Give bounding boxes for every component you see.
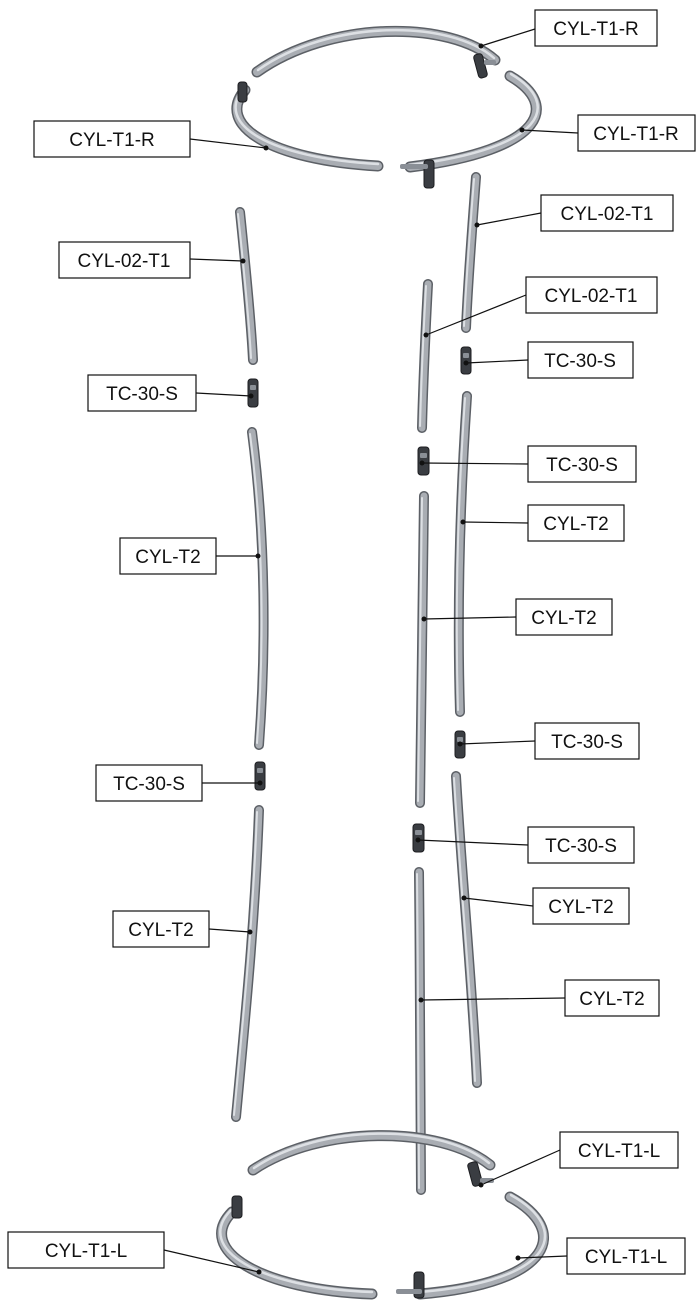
callout-label: CYL-T2	[135, 547, 200, 568]
callout-cyl-t2-middle-a: CYL-T2	[515, 598, 613, 636]
top-ring	[231, 25, 542, 189]
callout-cyl-t1-r-left: CYL-T1-R	[33, 120, 191, 158]
bottom-connector-right	[467, 1161, 494, 1187]
callout-label: CYL-T1-R	[553, 19, 639, 40]
callout-label: TC-30-S	[544, 351, 616, 372]
callout-label: CYL-T1-R	[593, 124, 679, 145]
left-connector-1	[247, 378, 259, 408]
callout-cyl-t2-left-b: CYL-T2	[112, 910, 210, 948]
callout-tc-30-s-left-1: TC-30-S	[87, 374, 197, 412]
callout-cyl-t1-l-right: CYL-T1-L	[566, 1237, 686, 1275]
callout-cyl-t2-middle-b: CYL-T2	[564, 979, 660, 1017]
callout-label: CYL-T1-L	[578, 1141, 660, 1162]
callout-label: CYL-T2	[543, 514, 608, 535]
callout-cyl-02-t1-right-a: CYL-02-T1	[540, 194, 674, 232]
callout-cyl-t1-r-top: CYL-T1-R	[534, 9, 658, 47]
callout-tc-30-s-middle-2: TC-30-S	[527, 826, 635, 864]
bottom-ring	[216, 1130, 549, 1300]
left-column	[231, 207, 269, 1122]
callout-label: CYL-02-T1	[545, 286, 638, 307]
callout-label: CYL-T2	[548, 897, 613, 918]
callout-cyl-t2-left-a: CYL-T2	[119, 537, 217, 575]
callout-cyl-t1-l-left: CYL-T1-L	[7, 1231, 165, 1269]
callout-label: CYL-T1-R	[69, 130, 155, 151]
left-connector-2	[254, 761, 266, 791]
callout-cyl-t2-right-b: CYL-T2	[532, 887, 630, 925]
callout-label: CYL-T1-L	[585, 1247, 667, 1268]
callout-label: TC-30-S	[551, 732, 623, 753]
callout-label: CYL-T2	[128, 920, 193, 941]
bottom-connector-left	[231, 1195, 243, 1219]
callout-tc-30-s-middle-1: TC-30-S	[527, 445, 637, 483]
callout-label: CYL-02-T1	[78, 251, 171, 272]
bottom-connector-front	[396, 1271, 425, 1299]
callout-label: CYL-02-T1	[561, 204, 654, 225]
callout-label: CYL-T2	[531, 608, 596, 629]
callout-cyl-02-t1-right-b: CYL-02-T1	[525, 276, 658, 314]
top-connector-front	[400, 159, 435, 189]
callout-tc-30-s-right-2: TC-30-S	[534, 722, 640, 760]
callout-cyl-t1-l-top: CYL-T1-L	[559, 1131, 679, 1169]
leader-lines	[163, 28, 579, 1275]
callout-label: CYL-T2	[579, 989, 644, 1010]
callout-tc-30-s-left-2: TC-30-S	[95, 764, 203, 802]
right-column	[451, 172, 482, 1088]
top-connector-right	[473, 53, 496, 79]
callout-cyl-t1-r-right: CYL-T1-R	[577, 114, 696, 152]
callout-label: TC-30-S	[113, 774, 185, 795]
callout-cyl-02-t1-left: CYL-02-T1	[58, 241, 191, 279]
callout-label: TC-30-S	[545, 836, 617, 857]
callout-cyl-t2-right-a: CYL-T2	[527, 504, 625, 542]
callout-tc-30-s-right-1: TC-30-S	[527, 341, 634, 379]
callout-label: TC-30-S	[546, 455, 618, 476]
callout-label: CYL-T1-L	[45, 1241, 127, 1262]
middle-column	[412, 279, 433, 1195]
callout-label: TC-30-S	[106, 384, 178, 405]
top-connector-left	[237, 81, 248, 103]
